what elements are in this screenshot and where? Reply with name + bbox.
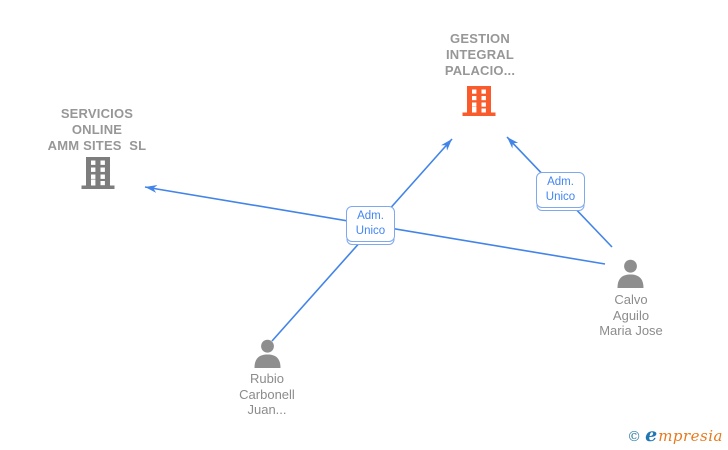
building-icon (81, 157, 115, 189)
copyright-icon: © (627, 429, 642, 445)
logo-text: mpresia (658, 427, 723, 445)
person-label-rubio: Rubio Carbonell Juan... (239, 371, 295, 417)
person-icon (617, 259, 644, 288)
edge-label-adm-unico-1: Adm. Unico (346, 206, 395, 242)
company-label-gestion: GESTION INTEGRAL PALACIO... (444, 31, 516, 78)
logo-letter-e: e (645, 424, 658, 446)
person-node-rubio[interactable] (252, 339, 283, 373)
person-node-calvo[interactable] (615, 259, 646, 293)
edge-label-adm-unico-2: Adm. Unico (536, 172, 585, 208)
empresia-logo[interactable]: © e mpresia (627, 424, 723, 446)
person-label-calvo: Calvo Aguilo Maria Jose (599, 292, 663, 338)
building-icon (462, 86, 496, 116)
company-node-gestion[interactable] (461, 86, 497, 121)
company-label-servicios: SERVICIOS ONLINE AMM SITES SL (47, 106, 147, 153)
person-icon (254, 339, 281, 368)
company-node-servicios[interactable] (80, 157, 116, 194)
